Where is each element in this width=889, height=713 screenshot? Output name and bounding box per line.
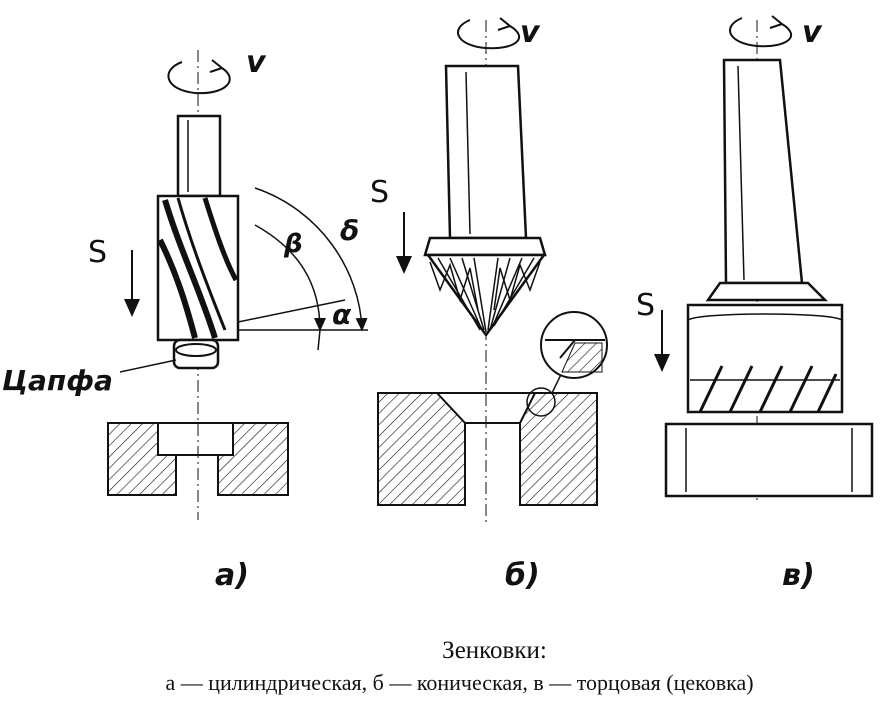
feed-label-a: S <box>88 235 107 270</box>
part-label-c: в) <box>782 558 815 593</box>
feed-label-c: S <box>636 288 655 323</box>
angle-delta-label: δ <box>340 214 359 247</box>
feed-label-b: S <box>370 175 389 210</box>
tool-a-cylindrical <box>119 50 368 520</box>
workpiece-a <box>107 422 289 496</box>
workpiece-b <box>377 392 598 506</box>
part-label-b: б) <box>505 558 540 593</box>
tool-c-face <box>654 15 874 500</box>
angle-beta-label: β <box>283 229 303 259</box>
pilot-label: Цапфа <box>2 364 113 397</box>
caption-subtitle: а — цилиндрическая, б — коническая, в — … <box>165 670 754 695</box>
angle-alpha-label: α <box>332 298 352 331</box>
rotation-label-c: v <box>802 15 823 50</box>
tool-b-conical <box>396 17 608 525</box>
part-label-a: а) <box>215 558 249 593</box>
rotation-label-b: v <box>520 15 541 50</box>
rotation-label-a: v <box>246 45 267 80</box>
caption-title: Зенковки: <box>442 637 547 664</box>
